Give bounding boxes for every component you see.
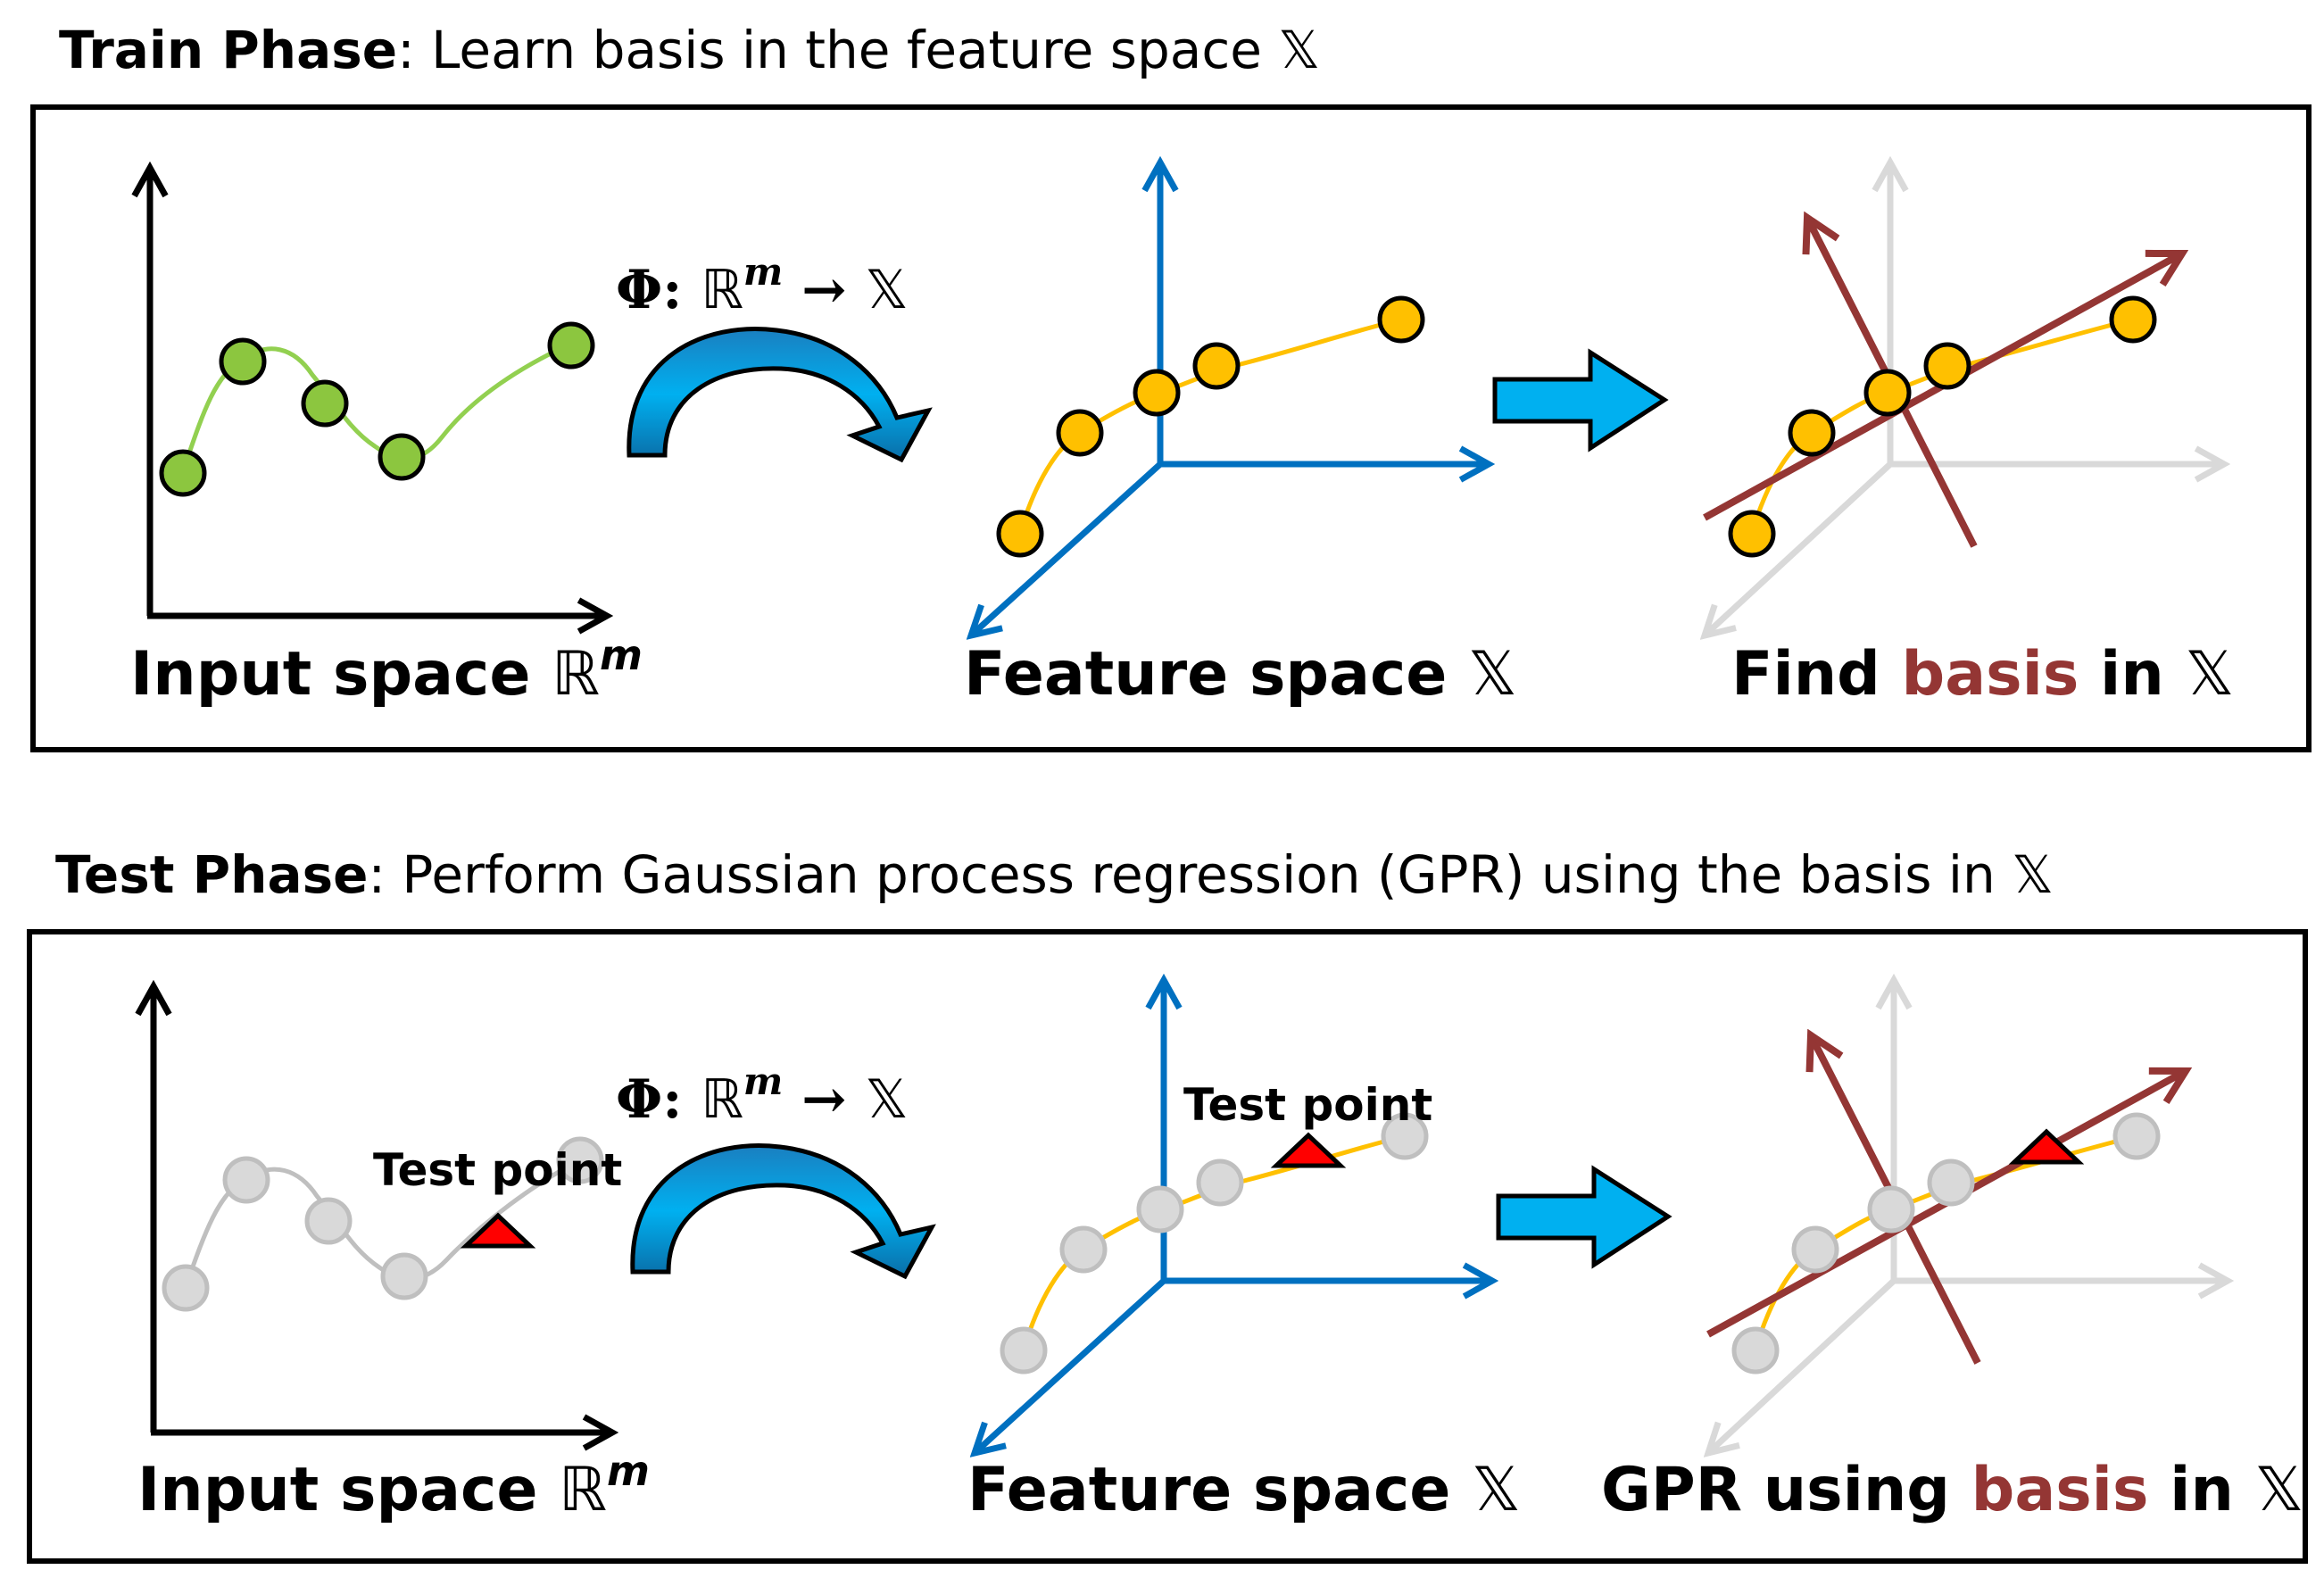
train-feature-label: Feature space 𝕏 <box>964 639 1517 710</box>
train-data-point <box>219 337 267 386</box>
train-mapping: Φ: ℝm → 𝕏 <box>616 250 933 463</box>
train-phase: Train Phase: Learn basis in the feature … <box>30 20 2312 752</box>
gray-feature-point <box>1059 1225 1108 1274</box>
test-header: Test Phase: Perform Gaussian process reg… <box>55 844 2054 905</box>
gray-feature-point <box>1731 1326 1780 1375</box>
feature-point <box>996 510 1044 558</box>
train-data-point <box>378 433 426 481</box>
gray-feature-point <box>1927 1159 1975 1207</box>
test-input-label: Input space ℝm <box>137 1447 650 1525</box>
block-arrow-icon <box>1496 1165 1672 1269</box>
basis-gray-y-axis <box>1705 461 1893 635</box>
gray-data-point <box>380 1252 428 1300</box>
train-mapping-label: Φ: ℝm → 𝕏 <box>616 250 909 321</box>
test-point-triangle-icon <box>1270 1132 1347 1168</box>
gray-data-point <box>304 1197 353 1245</box>
feature-point <box>2109 295 2157 344</box>
feature-point <box>1788 409 1836 457</box>
gray-data-point <box>222 1156 270 1204</box>
test-point-triangle-icon <box>2008 1128 2085 1165</box>
feature-point <box>1377 295 1425 344</box>
feature-point <box>1056 409 1104 457</box>
gray-feature-point <box>2112 1112 2161 1160</box>
test-basis-space: GPR using basis in 𝕏 <box>1601 980 2303 1525</box>
train-basis-space: Find basis in 𝕏 <box>1705 162 2234 710</box>
feature-point <box>1863 369 1912 417</box>
train-feature-space: Feature space 𝕏 <box>964 162 1517 710</box>
train-data-point <box>159 449 207 497</box>
test-basis-label: GPR using basis in 𝕏 <box>1601 1455 2303 1525</box>
gray-data-point <box>556 1136 604 1184</box>
train-frame <box>30 104 2312 752</box>
feature-y-axis <box>971 461 1163 635</box>
block-arrow-icon <box>1492 348 1669 453</box>
gray-feature-point <box>1196 1159 1244 1207</box>
gray-data-point <box>162 1264 210 1312</box>
test-feature-label: Feature space 𝕏 <box>967 1455 1521 1525</box>
basis-gray-y-axis <box>1708 1278 1897 1453</box>
test-input-space: Test point Input space ℝm <box>137 986 650 1525</box>
train-data-point <box>547 321 595 370</box>
gray-feature-point <box>1791 1225 1839 1274</box>
test-mapping-label: Φ: ℝm → 𝕏 <box>616 1059 909 1131</box>
train-data-point <box>301 379 349 428</box>
gray-feature-point <box>1867 1185 1915 1233</box>
gray-feature-point <box>1000 1326 1048 1375</box>
train-header: Train Phase: Learn basis in the feature … <box>59 20 1320 80</box>
train-input-space: Input space ℝm <box>130 168 643 710</box>
test-feature-space: Test point Feature space 𝕏 <box>967 980 1521 1525</box>
feature-point <box>1728 510 1776 558</box>
test-point-label-input: Test point <box>373 1144 622 1196</box>
feature-point <box>1923 342 1971 390</box>
curved-mapping-arrow <box>627 327 933 463</box>
test-point-triangle-icon <box>460 1212 536 1249</box>
train-input-label: Input space ℝm <box>130 631 643 710</box>
train-basis-label: Find basis in 𝕏 <box>1731 639 2234 710</box>
test-mapping: Φ: ℝm → 𝕏 <box>616 1059 936 1280</box>
curved-mapping-arrow <box>630 1143 936 1280</box>
test-point-label-feature: Test point <box>1183 1079 1432 1131</box>
test-phase: Test Phase: Perform Gaussian process reg… <box>27 844 2308 1564</box>
gray-feature-point <box>1136 1185 1184 1233</box>
feature-point <box>1133 369 1181 417</box>
test-frame <box>27 929 2308 1564</box>
feature-point <box>1192 342 1241 390</box>
gray-feature-point <box>1381 1112 1429 1160</box>
feature-y-axis <box>975 1278 1166 1453</box>
